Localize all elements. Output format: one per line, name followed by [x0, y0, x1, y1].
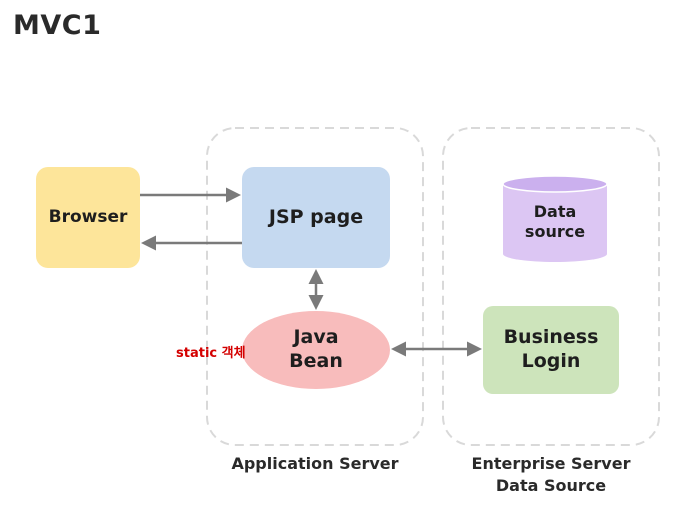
enterprise-server-caption-line-1: Enterprise Server: [471, 454, 631, 473]
page-title: MVC1: [13, 10, 102, 41]
data-source-label-line-2: source: [524, 222, 586, 241]
enterprise-server-caption-line-2: Data Source: [495, 475, 607, 495]
business-login-node: Business Login: [483, 306, 619, 394]
browser-node: Browser: [36, 167, 140, 268]
data-source-label-line-1: Data: [533, 202, 577, 221]
application-server-caption: Application Server: [207, 453, 423, 475]
business-login-label-line-1: Business: [503, 326, 599, 349]
enterprise-server-container: [442, 127, 660, 446]
data-source-node: Data source: [503, 190, 607, 254]
jsp-page-node: JSP page: [242, 167, 390, 268]
browser-label: Browser: [48, 206, 128, 227]
application-server-container: [206, 127, 424, 446]
java-bean-label-line-2: Bean: [289, 350, 343, 372]
application-server-caption-text: Application Server: [231, 454, 399, 473]
java-bean-label-line-1: Java: [293, 326, 339, 349]
business-login-label-line-2: Login: [521, 350, 581, 372]
jsp-page-label: JSP page: [268, 205, 364, 228]
data-source-cylinder: [502, 175, 608, 262]
static-object-annotation: static 객체: [176, 346, 246, 361]
enterprise-server-caption: Enterprise Server Data Source: [443, 453, 659, 496]
java-bean-node: Java Bean: [242, 311, 390, 389]
